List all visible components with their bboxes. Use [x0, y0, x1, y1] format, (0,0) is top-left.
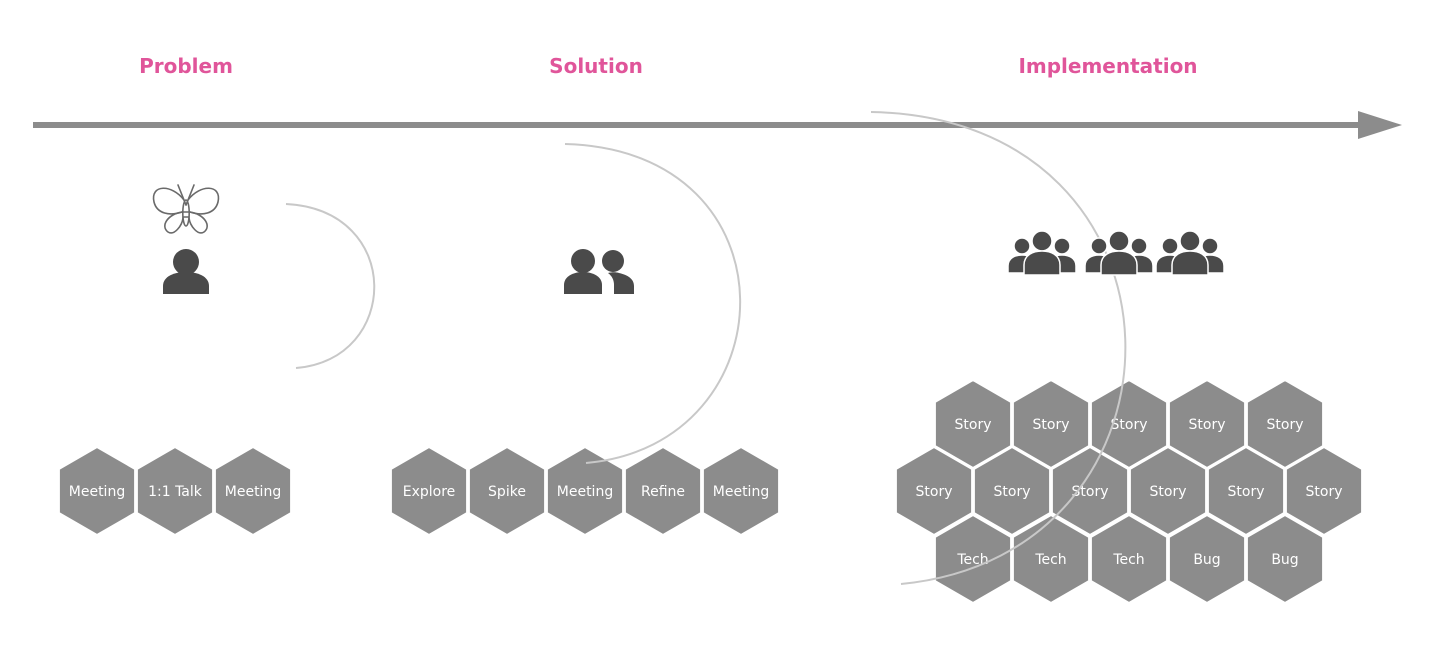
hexagon-label: Meeting	[69, 484, 125, 500]
hexagon-shape	[1089, 378, 1169, 470]
hexagon-card: Story	[933, 378, 1013, 470]
hexagon-card: Story	[1167, 378, 1247, 470]
hexagon-shape	[1089, 513, 1169, 605]
hexagon-shape	[623, 445, 703, 537]
hexagon-shape	[135, 445, 215, 537]
solution-arc	[564, 143, 742, 464]
group-icon	[1007, 230, 1077, 276]
hexagon-shape	[57, 445, 137, 537]
hexagon-label: Story	[1150, 484, 1187, 500]
hexagon-card: Tech	[1089, 513, 1169, 605]
hexagon-card: Meeting	[57, 445, 137, 537]
hexagon-card: Tech	[933, 513, 1013, 605]
hexagon-card: 1:1 Talk	[135, 445, 215, 537]
hexagon-shape	[467, 445, 547, 537]
butterfly-icon	[152, 184, 220, 234]
hexagon-label: Story	[1033, 417, 1070, 433]
hexagon-card: Story	[1128, 445, 1208, 537]
hexagon-label: Meeting	[225, 484, 281, 500]
hexagon-shape	[933, 378, 1013, 470]
hexagon-shape	[1206, 445, 1286, 537]
phase-title-implementation: Implementation	[1018, 54, 1197, 78]
hexagon-label: Story	[916, 484, 953, 500]
hexagon-label: Spike	[488, 484, 526, 500]
hexagon-card: Refine	[623, 445, 703, 537]
problem-hex-group: Meeting 1:1 Talk Meeting	[57, 445, 293, 537]
hexagon-label: Meeting	[557, 484, 613, 500]
hexagon-card: Spike	[467, 445, 547, 537]
phase-title-problem: Problem	[139, 54, 233, 78]
hexagon-card: Story	[1245, 378, 1325, 470]
group-icon	[1155, 230, 1225, 276]
hexagon-card: Bug	[1245, 513, 1325, 605]
hexagon-label: Story	[1189, 417, 1226, 433]
hexagon-card: Story	[1050, 445, 1130, 537]
timeline-arrow	[33, 111, 1402, 139]
hexagon-shape	[1284, 445, 1364, 537]
hexagon-shape	[894, 445, 974, 537]
hexagon-shape	[389, 445, 469, 537]
hexagon-label: Tech	[1034, 552, 1066, 568]
hexagon-shape	[1011, 378, 1091, 470]
hexagon-label: Tech	[956, 552, 988, 568]
hexagon-shape	[701, 445, 781, 537]
implementation-arc	[870, 111, 1127, 585]
hexagon-card: Meeting	[701, 445, 781, 537]
hexagon-label: Meeting	[713, 484, 769, 500]
hexagon-shape	[545, 445, 625, 537]
hexagon-shape	[1167, 378, 1247, 470]
hexagon-card: Meeting	[545, 445, 625, 537]
hexagon-card: Story	[1089, 378, 1169, 470]
person-icon	[163, 249, 209, 294]
hexagon-card: Explore	[389, 445, 469, 537]
hexagon-label: Explore	[403, 484, 456, 500]
hexagon-shape	[1245, 513, 1325, 605]
hexagon-shape	[1245, 378, 1325, 470]
hexagon-label: Tech	[1112, 552, 1144, 568]
hexagon-label: Story	[1267, 417, 1304, 433]
hexagon-label: Story	[1111, 417, 1148, 433]
hexagon-label: Story	[955, 417, 992, 433]
hexagon-shape	[1167, 513, 1247, 605]
group-icon	[1084, 230, 1154, 276]
hexagon-label: Story	[994, 484, 1031, 500]
hexagon-card: Story	[1284, 445, 1364, 537]
hexagon-shape	[213, 445, 293, 537]
hexagon-card: Story	[1011, 378, 1091, 470]
hexagon-shape	[933, 513, 1013, 605]
hexagon-card: Story	[1206, 445, 1286, 537]
hexagon-label: Bug	[1193, 552, 1220, 568]
hexagon-card: Story	[972, 445, 1052, 537]
hexagon-card: Meeting	[213, 445, 293, 537]
hexagon-label: Refine	[641, 484, 685, 500]
hexagon-label: 1:1 Talk	[148, 484, 203, 500]
phase-title-solution: Solution	[549, 54, 643, 78]
problem-arc	[285, 203, 376, 369]
hexagon-card: Bug	[1167, 513, 1247, 605]
hexagon-shape	[1050, 445, 1130, 537]
hexagon-label: Bug	[1271, 552, 1298, 568]
two-people-icon	[564, 249, 634, 294]
hexagon-label: Story	[1306, 484, 1343, 500]
hexagon-shape	[1128, 445, 1208, 537]
hexagon-shape	[972, 445, 1052, 537]
hexagon-label: Story	[1228, 484, 1265, 500]
hexagon-card: Story	[894, 445, 974, 537]
solution-hex-group: Explore Spike Meeting Refine Meeting	[389, 445, 781, 537]
